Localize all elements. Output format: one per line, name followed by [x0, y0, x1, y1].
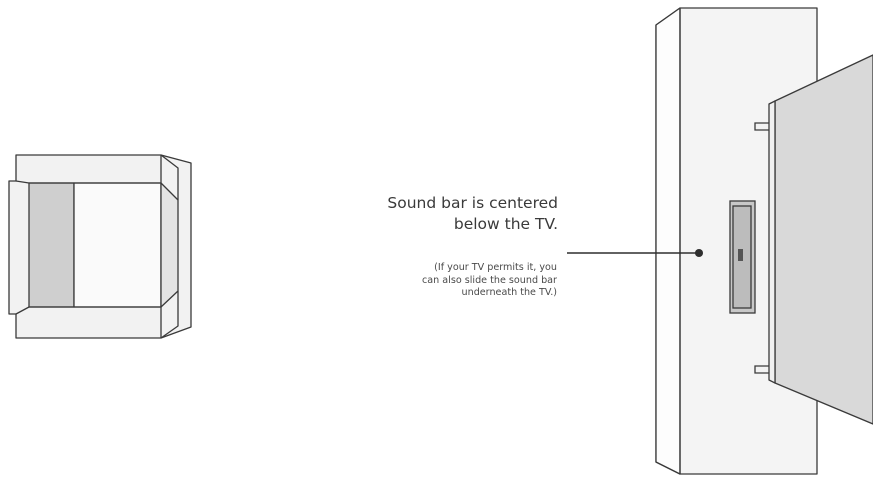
tv: [768, 54, 873, 425]
callout-leader: [567, 249, 703, 257]
console-back-panel: [73, 182, 162, 308]
console-top-rim: [29, 155, 162, 184]
leader-dot: [695, 249, 703, 257]
sound-bar: [729, 200, 756, 314]
callout-heading: Sound bar is centered below the TV.: [300, 193, 558, 235]
callout-heading-line-2: below the TV.: [453, 215, 558, 233]
tv-body: [774, 54, 873, 425]
console-bottom-rim: [29, 306, 162, 338]
console-left-wall: [28, 182, 75, 308]
tv-left-edge: [768, 100, 776, 384]
console-right-bevel: [160, 154, 179, 339]
console-top-view: [8, 154, 192, 339]
callout-note-line-3: underneath the TV.): [461, 287, 557, 298]
callout-note-line-1: (If your TV permits it, you: [434, 262, 557, 273]
console-right-wall: [160, 182, 179, 308]
callout-note-line-2: can also slide the sound bar: [422, 274, 557, 286]
console-left-lip: [15, 180, 30, 315]
callout-heading-line-1: Sound bar is centered: [387, 194, 558, 212]
sound-bar-logo: [738, 249, 743, 261]
wall-panel-edge: [655, 7, 681, 475]
callout-note: (If your TV permits it, you can also sli…: [300, 262, 557, 300]
